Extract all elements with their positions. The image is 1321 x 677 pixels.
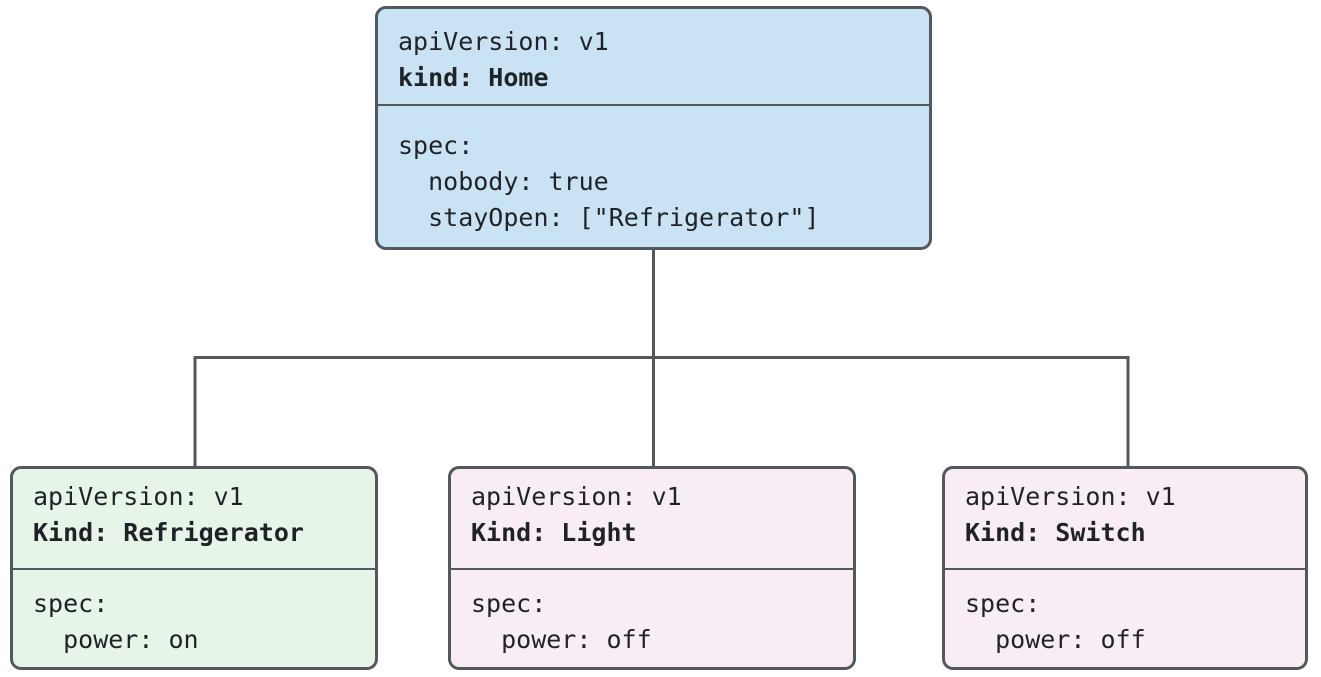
node-switch: apiVersion: v1 Kind: Switch spec: power:…: [942, 466, 1308, 670]
light-apiversion-line: apiVersion: v1: [471, 482, 682, 511]
light-spec-line: spec:: [471, 589, 547, 618]
node-switch-body: spec: power: off: [945, 570, 1305, 658]
switch-kind-line: Kind: Switch: [965, 518, 1146, 547]
switch-power-line: power: off: [965, 625, 1146, 654]
node-home-header: apiVersion: v1 kind: Home: [378, 9, 929, 106]
node-light-header: apiVersion: v1 Kind: Light: [451, 469, 853, 570]
node-light-body: spec: power: off: [451, 570, 853, 658]
switch-spec-line: spec:: [965, 589, 1041, 618]
node-home: apiVersion: v1 kind: Home spec: nobody: …: [375, 6, 932, 250]
node-refrigerator-header: apiVersion: v1 Kind: Refrigerator: [13, 469, 375, 570]
node-switch-header: apiVersion: v1 Kind: Switch: [945, 469, 1305, 570]
refrigerator-apiversion-line: apiVersion: v1: [33, 482, 244, 511]
node-home-body: spec: nobody: true stayOpen: ["Refrigera…: [378, 106, 929, 236]
refrigerator-kind-line: Kind: Refrigerator: [33, 518, 304, 547]
node-light: apiVersion: v1 Kind: Light spec: power: …: [448, 466, 856, 670]
refrigerator-power-line: power: on: [33, 625, 199, 654]
node-refrigerator: apiVersion: v1 Kind: Refrigerator spec: …: [10, 466, 378, 670]
switch-apiversion-line: apiVersion: v1: [965, 482, 1176, 511]
home-stayopen-line: stayOpen: ["Refrigerator"]: [398, 203, 820, 232]
home-apiversion-line: apiVersion: v1: [398, 27, 609, 56]
home-kind-line: kind: Home: [398, 63, 549, 92]
home-nobody-line: nobody: true: [398, 167, 609, 196]
node-refrigerator-body: spec: power: on: [13, 570, 375, 658]
light-power-line: power: off: [471, 625, 652, 654]
home-spec-line: spec:: [398, 131, 474, 160]
refrigerator-spec-line: spec:: [33, 589, 109, 618]
light-kind-line: Kind: Light: [471, 518, 637, 547]
